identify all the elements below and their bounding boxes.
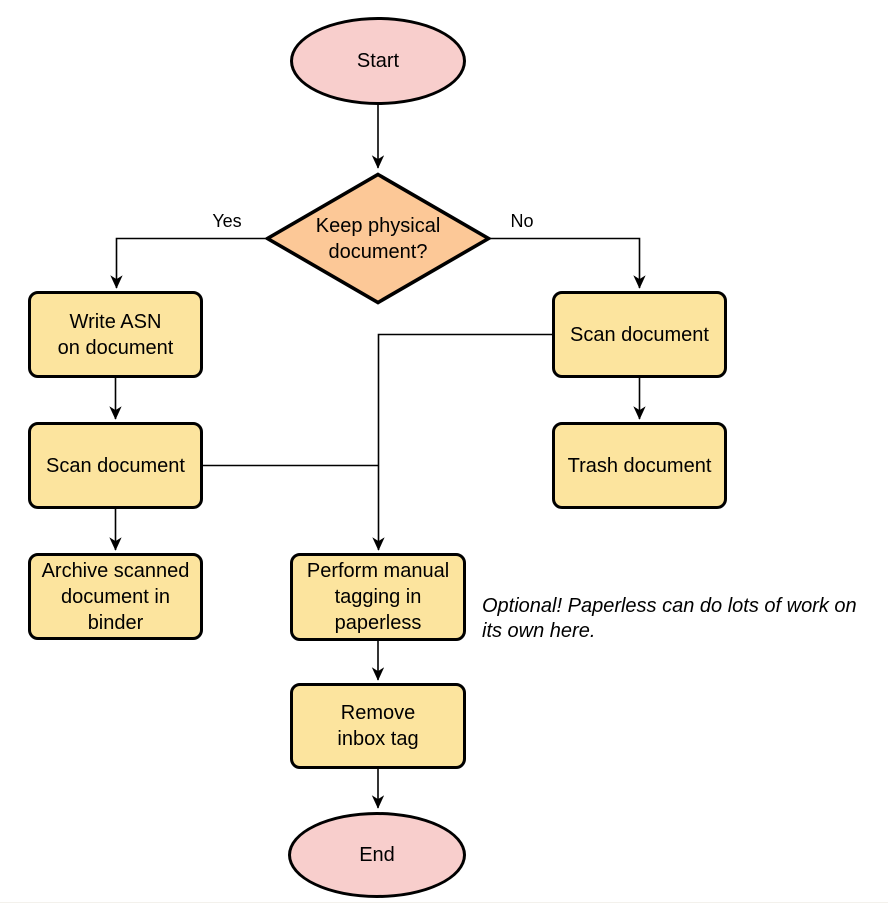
node-scan-document-right: Scan document [552, 291, 727, 378]
node-end: End [288, 812, 466, 898]
node-decision: Keep physical document? [265, 172, 491, 305]
node-write-asn: Write ASN on document [28, 291, 203, 378]
node-manual-tagging: Perform manual tagging in paperless [290, 553, 466, 641]
page-edge-line [0, 902, 888, 903]
edge-scanright-tagging [379, 333, 552, 551]
decision-diamond-shape [265, 172, 491, 305]
node-archive-binder: Archive scanned document in binder [28, 553, 203, 640]
edge-decision-yes [117, 237, 265, 289]
node-start: Start [290, 17, 466, 105]
edge-label-no: No [510, 211, 534, 231]
node-remove-inbox-tag: Remove inbox tag [290, 683, 466, 769]
node-trash-document: Trash document [552, 422, 727, 509]
annotation-optional-note: Optional! Paperless can do lots of work … [482, 595, 857, 643]
edge-decision-no [490, 237, 640, 289]
node-scan-document-left: Scan document [28, 422, 203, 509]
edge-label-yes: Yes [212, 211, 242, 231]
decision-label: Keep physical document? [315, 214, 441, 263]
